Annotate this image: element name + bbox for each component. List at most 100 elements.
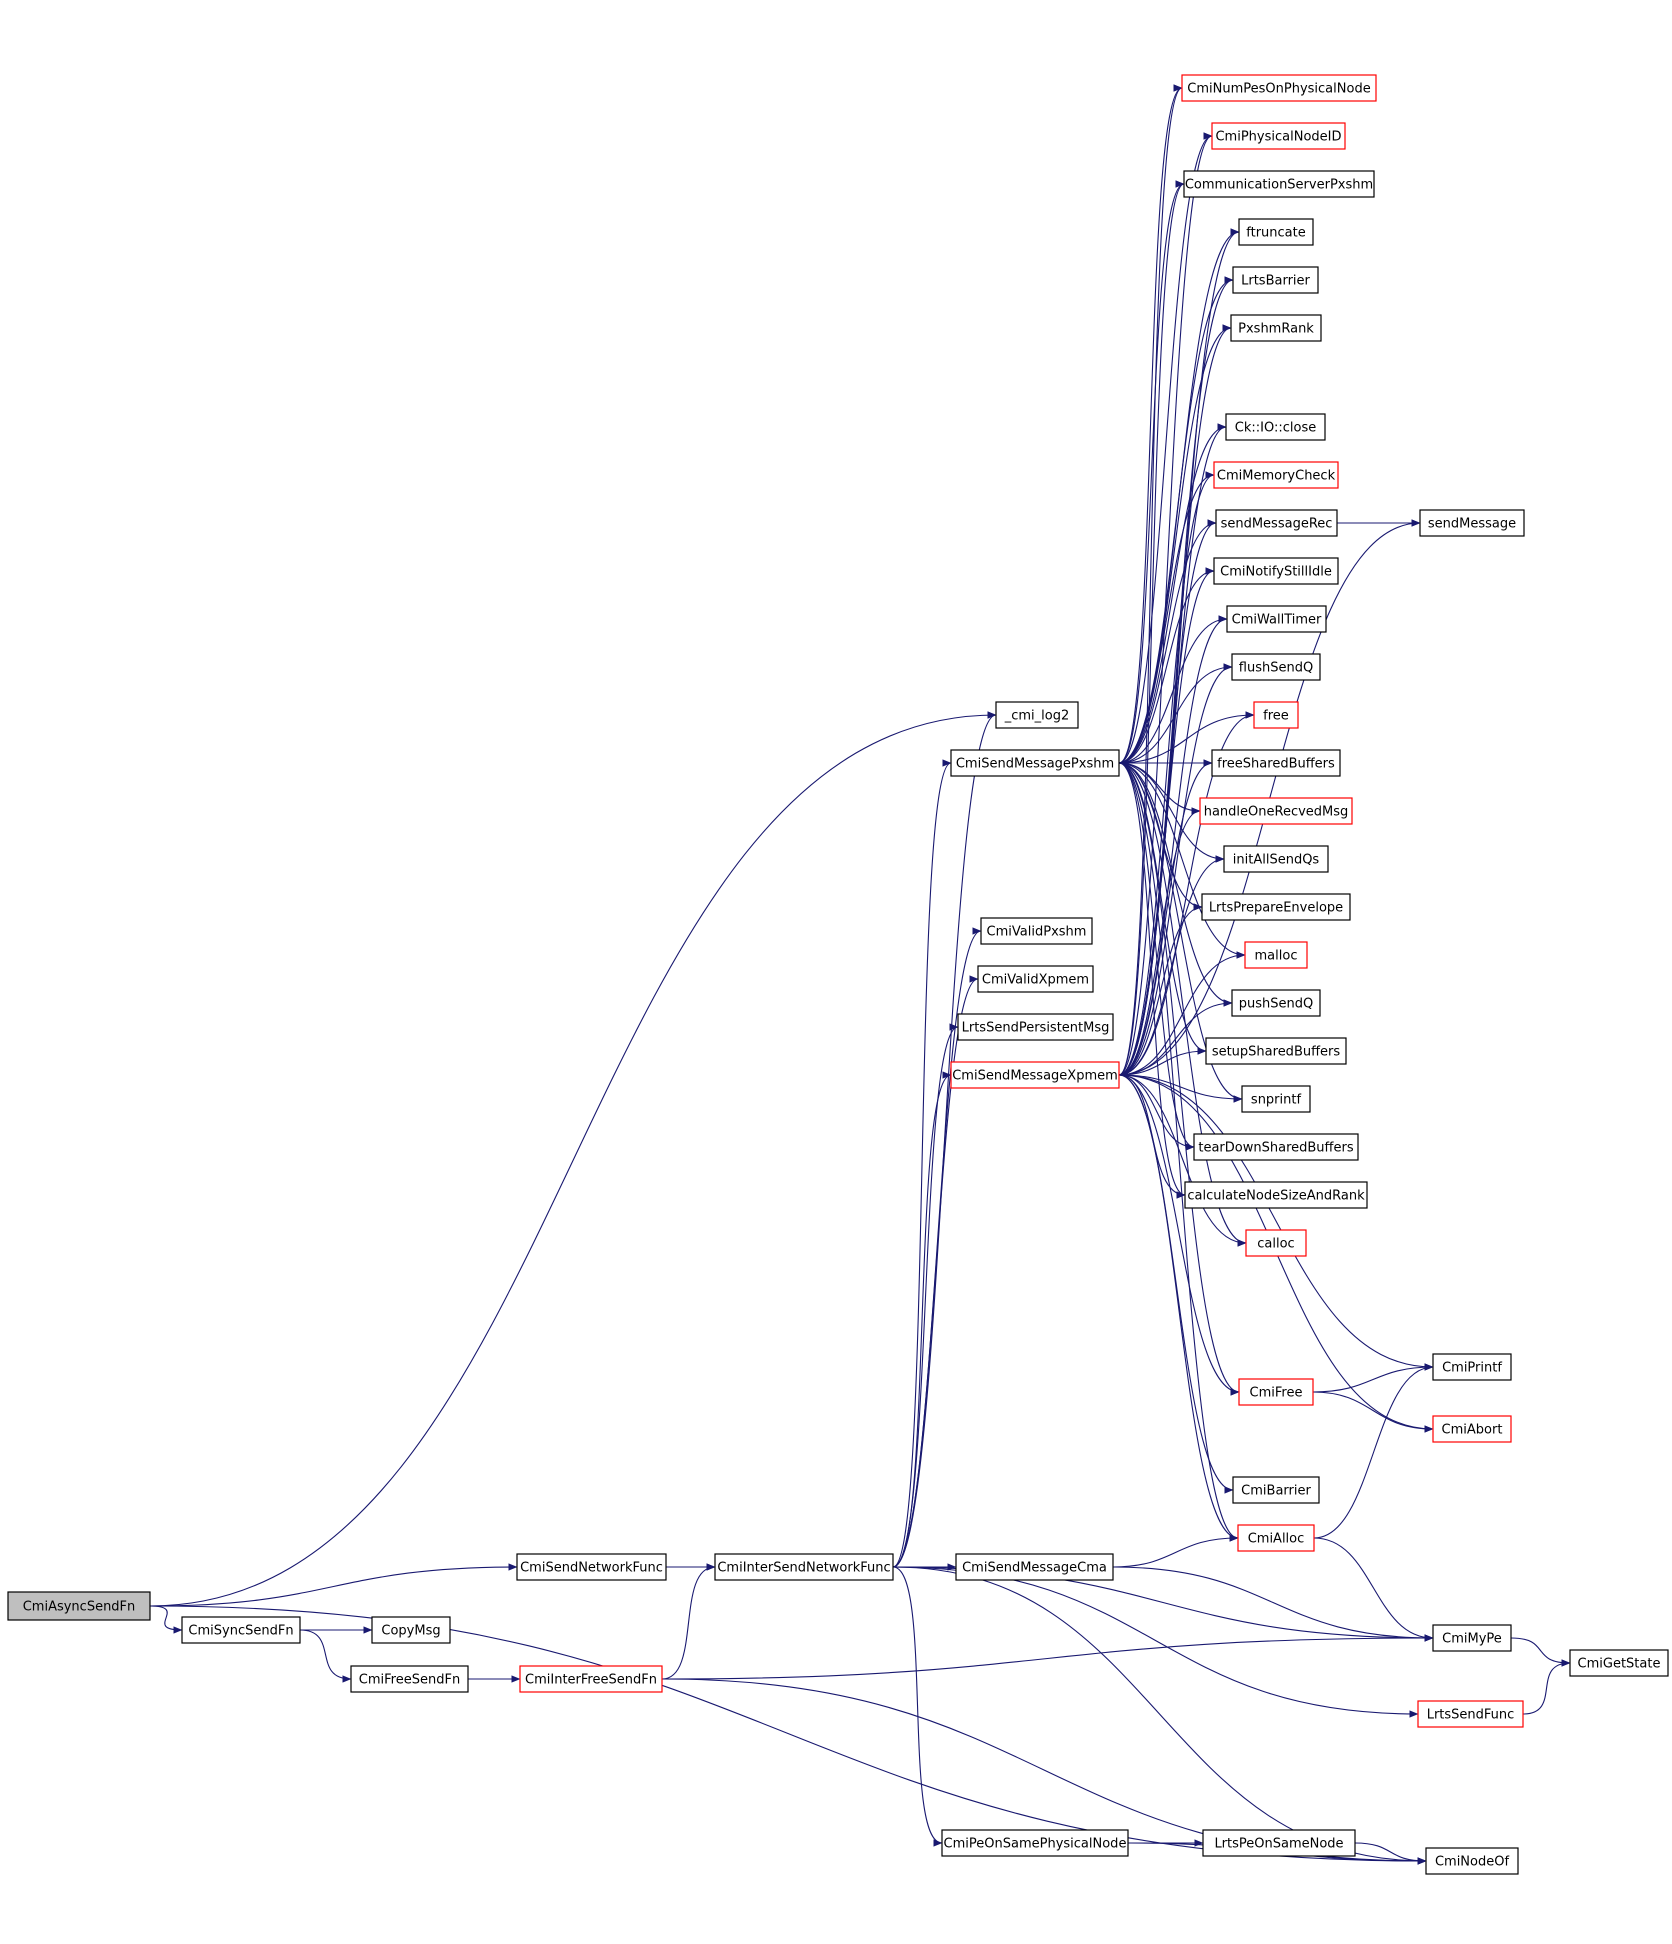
node-lrts-send-func[interactable]: LrtsSendFunc (1417, 1700, 1524, 1728)
node-label: CmiBarrier (1241, 1484, 1311, 1499)
node-label: CmiWallTimer (1232, 613, 1322, 628)
node-box (1241, 1085, 1311, 1113)
node-box (1199, 797, 1353, 825)
node-cmi-inter-send-network-func[interactable]: CmiInterSendNetworkFunc (714, 1553, 894, 1581)
node-cmi-num-pes-on-physical-node[interactable]: CmiNumPesOnPhysicalNode (1181, 74, 1377, 102)
edge-cmi-send-message-xpmem-to-cmi-alloc (1118, 1074, 1239, 1542)
node-box (350, 1665, 469, 1693)
node-cmi-notify-still-idle[interactable]: CmiNotifyStillIdle (1213, 557, 1339, 585)
node-box (1237, 1524, 1315, 1552)
node-label: CmiFree (1250, 1386, 1303, 1401)
node-copy-msg[interactable]: CopyMsg (371, 1616, 451, 1644)
node-box (957, 1013, 1114, 1041)
node-init-all-send-qs[interactable]: initAllSendQs (1223, 845, 1329, 873)
node-cmi-free[interactable]: CmiFree (1238, 1378, 1314, 1406)
node-label: CmiMyPe (1442, 1632, 1502, 1647)
node-calculate-node-size-and-rank[interactable]: calculateNodeSizeAndRank (1184, 1181, 1368, 1209)
node-tear-down-shared-buffers[interactable]: tearDownSharedBuffers (1193, 1133, 1359, 1161)
node-communication-server-pxshm[interactable]: CommunicationServerPxshm (1183, 170, 1375, 198)
node-send-message[interactable]: sendMessage (1419, 509, 1525, 537)
node-label: LrtsPeOnSameNode (1214, 1837, 1343, 1852)
node-cmi-barrier[interactable]: CmiBarrier (1232, 1476, 1320, 1504)
node-setup-shared-buffers[interactable]: setupSharedBuffers (1205, 1037, 1347, 1065)
node-box (1417, 1700, 1524, 1728)
node-cmi-inter-free-send-fn[interactable]: CmiInterFreeSendFn (519, 1665, 663, 1693)
node-box (7, 1591, 151, 1621)
node-cmi-alloc[interactable]: CmiAlloc (1237, 1524, 1315, 1552)
node-box (1245, 1229, 1307, 1257)
node-free[interactable]: free (1253, 701, 1299, 729)
node-label: PxshmRank (1238, 322, 1314, 337)
node-snprintf[interactable]: snprintf (1241, 1085, 1311, 1113)
edge-cmi-send-message-pxshm-to-pxshm-rank (1118, 324, 1232, 764)
edge-cmi-my-pe-to-cmi-get-state (1510, 1637, 1571, 1667)
node-box (1193, 1133, 1359, 1161)
node-cmi-get-state[interactable]: CmiGetState (1569, 1649, 1669, 1677)
node-box (714, 1553, 894, 1581)
node-cmi-sync-send-fn[interactable]: CmiSyncSendFn (181, 1616, 301, 1644)
node-cmi-abort[interactable]: CmiAbort (1432, 1415, 1512, 1443)
node-lrts-barrier[interactable]: LrtsBarrier (1232, 266, 1319, 294)
node-lrts-pe-on-same-node[interactable]: LrtsPeOnSameNode (1202, 1829, 1356, 1857)
node-cmi-pe-on-same-physical-node[interactable]: CmiPeOnSamePhysicalNode (941, 1829, 1129, 1857)
node-free-shared-buffers[interactable]: freeSharedBuffers (1211, 749, 1341, 777)
node-label: CmiSendMessageXpmem (952, 1069, 1118, 1084)
node-cmi-memory-check[interactable]: CmiMemoryCheck (1213, 461, 1339, 489)
node-ck-ioclose[interactable]: Ck::IO::close (1225, 413, 1326, 441)
node-calloc[interactable]: calloc (1245, 1229, 1307, 1257)
node-lrts-send-persistent-msg[interactable]: LrtsSendPersistentMsg (957, 1013, 1114, 1041)
node-cmi-log2[interactable]: _cmi_log2 (995, 701, 1079, 729)
edge-cmi-inter-send-network-func-to-cmi-node-of (892, 1566, 1427, 1865)
node-box (1569, 1649, 1669, 1677)
edge-cmi-send-message-pxshm-to-calloc (1118, 762, 1247, 1247)
node-label: snprintf (1251, 1093, 1302, 1108)
node-label: CopyMsg (381, 1624, 440, 1639)
edge-cmi-send-message-pxshm-to-cmi-notify-still-idle (1118, 567, 1215, 764)
node-box (1183, 170, 1375, 198)
edge-cmi-inter-send-network-func-to-lrts-send-func (892, 1566, 1419, 1718)
edge-cmi-send-message-xpmem-to-cmi-printf (1118, 1074, 1434, 1371)
edge-cmi-send-message-pxshm-to-malloc (1118, 762, 1246, 959)
node-label: setupSharedBuffers (1212, 1045, 1341, 1060)
node-box (1213, 461, 1339, 489)
node-cmi-valid-xpmem[interactable]: CmiValidXpmem (977, 965, 1094, 993)
node-label: flushSendQ (1239, 661, 1313, 676)
edge-cmi-send-message-xpmem-to-communication-server-pxshm (1118, 180, 1185, 1076)
node-cmi-valid-pxshm[interactable]: CmiValidPxshm (980, 917, 1093, 945)
node-box (980, 917, 1093, 945)
node-cmi-free-send-fn[interactable]: CmiFreeSendFn (350, 1665, 469, 1693)
edge-cmi-free-to-cmi-printf (1312, 1363, 1434, 1393)
node-cmi-send-message-pxshm[interactable]: CmiSendMessagePxshm (950, 749, 1120, 777)
node-label: CmiSendNetworkFunc (520, 1561, 663, 1576)
node-cmi-my-pe[interactable]: CmiMyPe (1432, 1624, 1512, 1652)
node-cmi-send-message-cma[interactable]: CmiSendMessageCma (955, 1553, 1114, 1581)
edge-cmi-send-message-xpmem-to-cmi-free (1118, 1074, 1240, 1396)
node-push-send-q[interactable]: pushSendQ (1231, 989, 1321, 1017)
node-flush-send-q[interactable]: flushSendQ (1231, 653, 1321, 681)
edges (149, 84, 1571, 1865)
node-box (1231, 653, 1321, 681)
node-handle-one-recved-msg[interactable]: handleOneRecvedMsg (1199, 797, 1353, 825)
node-box (1202, 1829, 1356, 1857)
node-label: CmiPeOnSamePhysicalNode (944, 1837, 1127, 1852)
edge-cmi-send-message-xpmem-to-cmi-memory-check (1118, 471, 1215, 1076)
node-cmi-send-message-xpmem[interactable]: CmiSendMessageXpmem (950, 1061, 1120, 1089)
node-malloc[interactable]: malloc (1244, 941, 1308, 969)
node-lrts-prepare-envelope[interactable]: LrtsPrepareEnvelope (1201, 893, 1351, 921)
edge-cmi-send-message-pxshm-to-cmi-memory-check (1118, 471, 1215, 764)
node-ftruncate[interactable]: ftruncate (1238, 218, 1314, 246)
node-box (1432, 1624, 1512, 1652)
node-cmi-physical-node-id[interactable]: CmiPhysicalNodeID (1211, 122, 1346, 150)
node-label: LrtsSendFunc (1427, 1708, 1515, 1723)
node-cmi-wall-timer[interactable]: CmiWallTimer (1226, 605, 1327, 633)
node-label: sendMessageRec (1221, 517, 1333, 532)
node-cmi-printf[interactable]: CmiPrintf (1432, 1353, 1512, 1381)
node-send-message-rec[interactable]: sendMessageRec (1215, 509, 1338, 537)
node-cmi-node-of[interactable]: CmiNodeOf (1425, 1847, 1519, 1875)
node-box (1211, 122, 1346, 150)
node-cmi-send-network-func[interactable]: CmiSendNetworkFunc (516, 1553, 667, 1581)
node-pxshm-rank[interactable]: PxshmRank (1230, 314, 1322, 342)
node-label: CmiAlloc (1248, 1532, 1305, 1547)
edge-cmi-inter-send-network-func-to-cmi-send-message-pxshm (892, 759, 952, 1568)
